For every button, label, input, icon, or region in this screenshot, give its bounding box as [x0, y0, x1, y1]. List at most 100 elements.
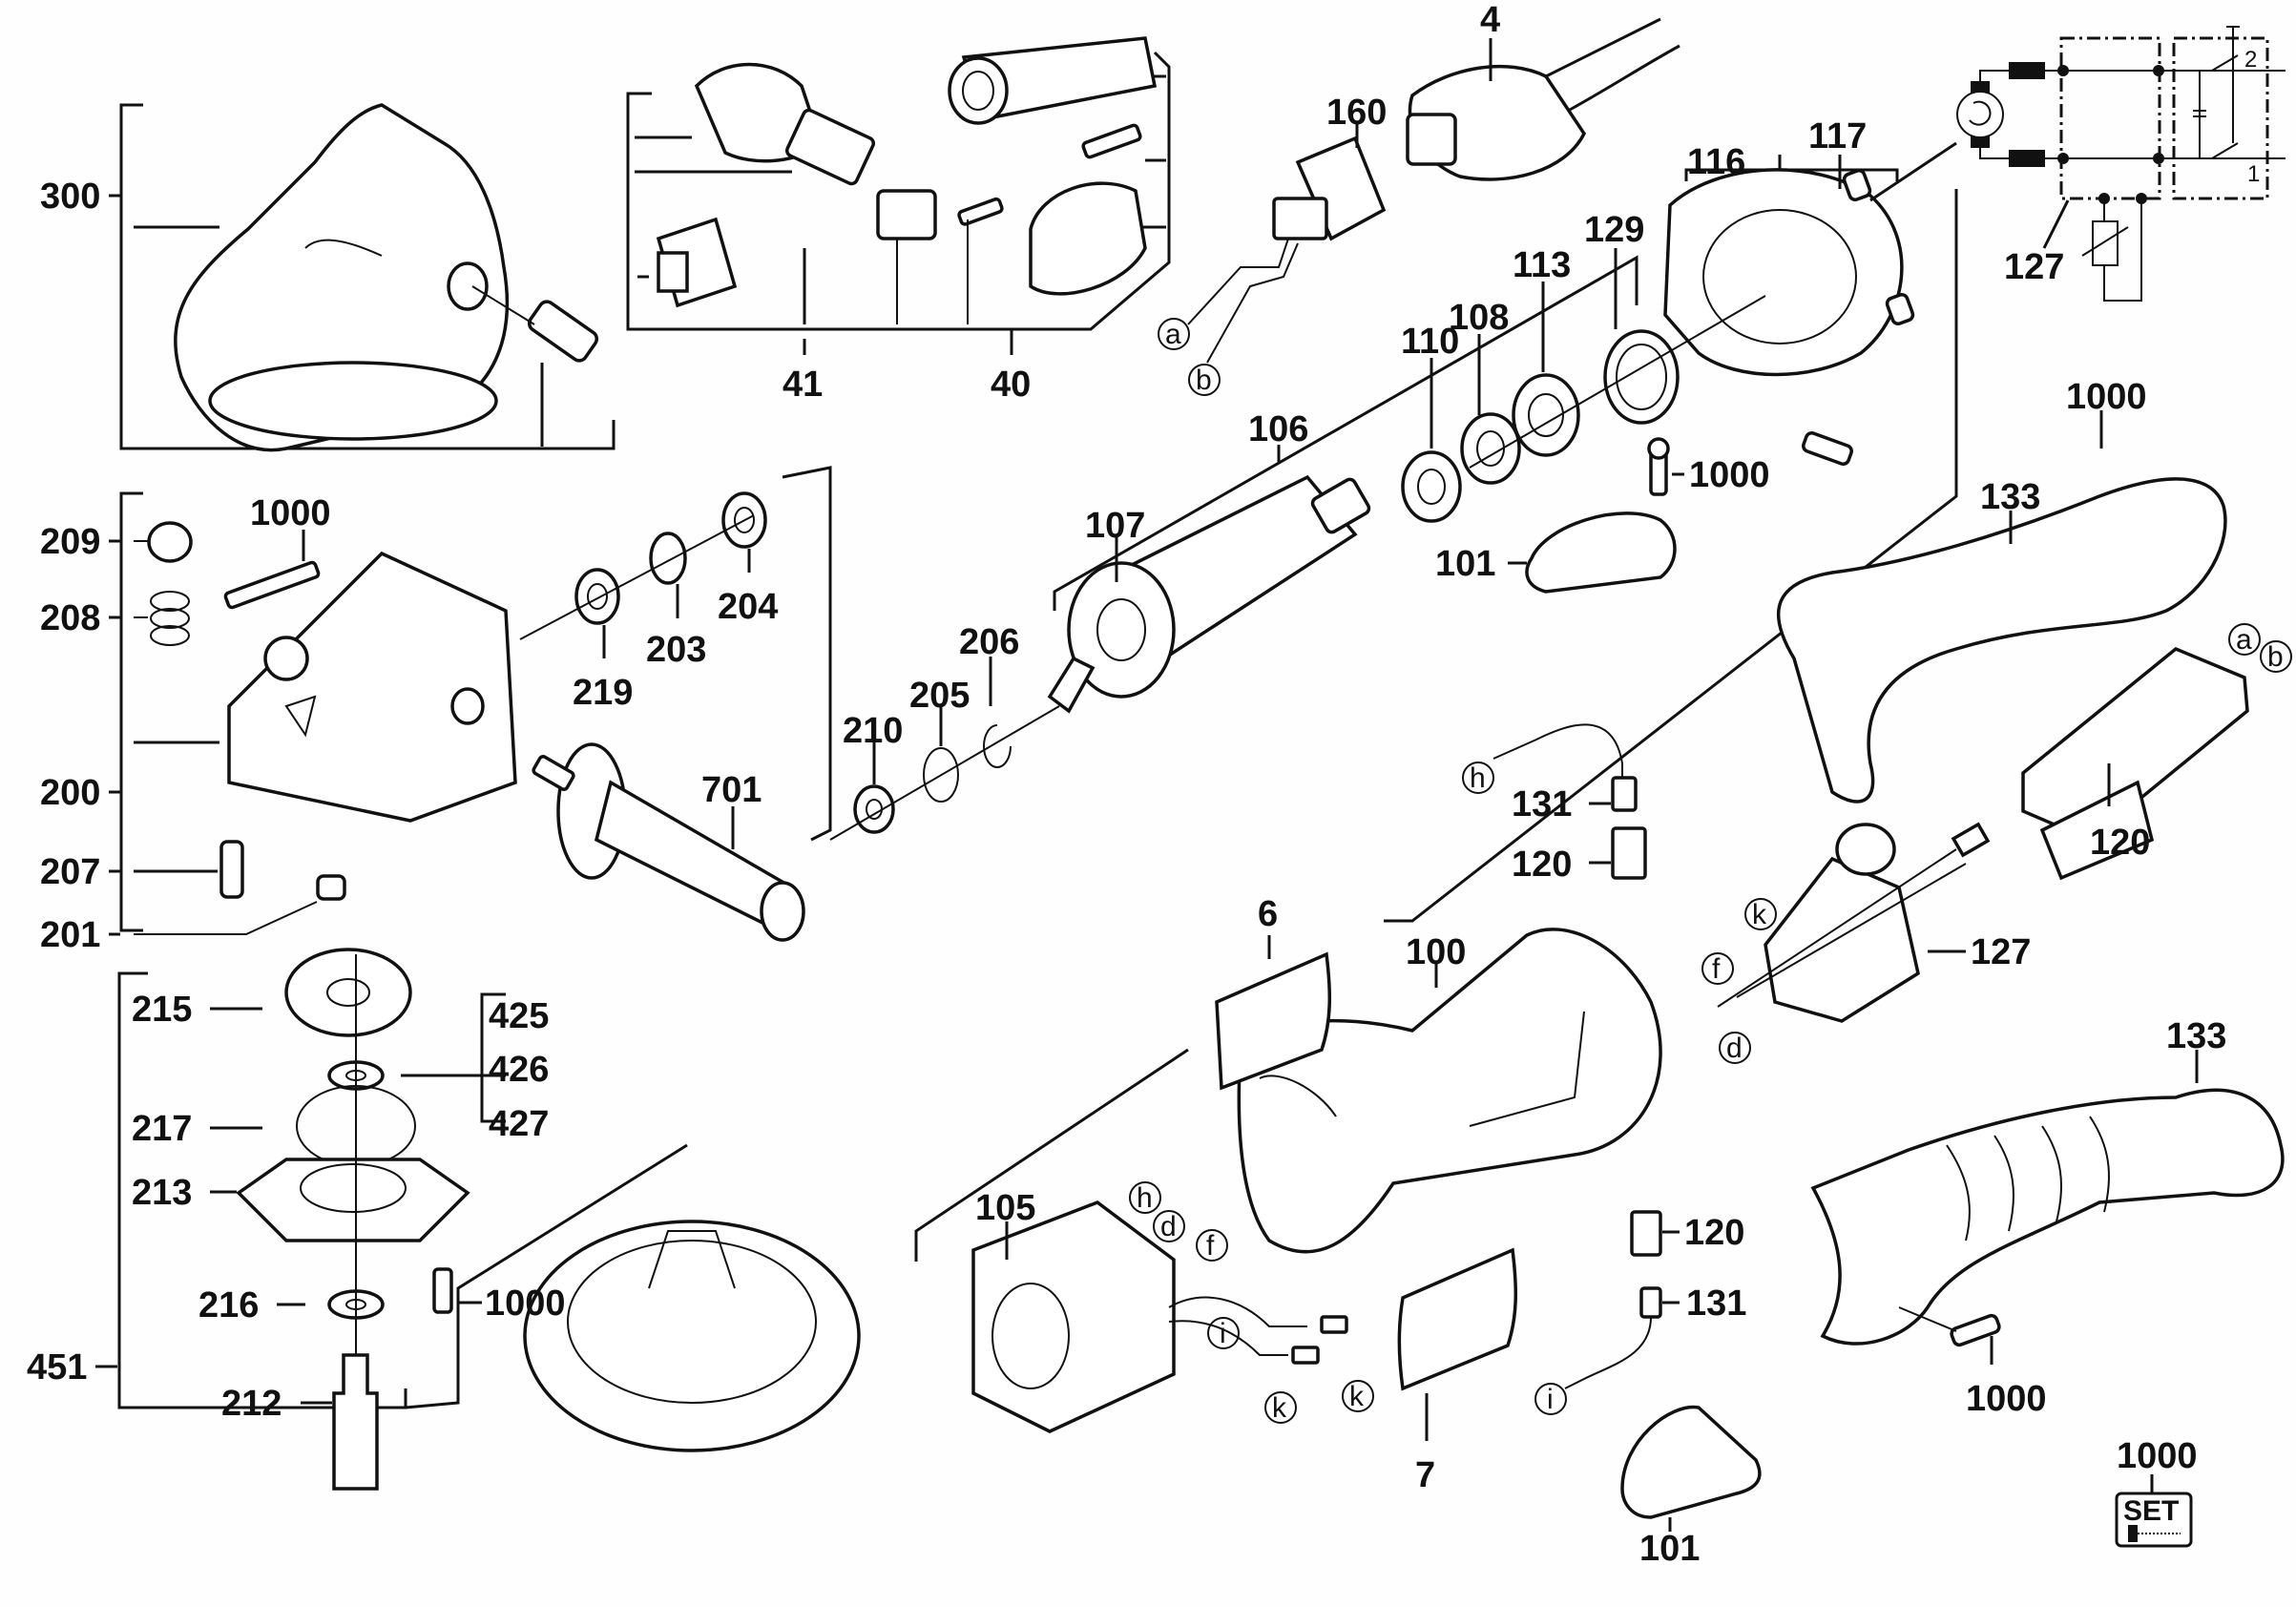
bracket-300 — [119, 103, 616, 450]
cap-screw — [471, 285, 599, 363]
bracket-425-427 — [480, 992, 506, 1123]
label-215: 215 — [132, 990, 192, 1030]
connector-f-module: f — [1701, 952, 1734, 985]
electronic-module-127: 127 — [1717, 822, 2031, 1023]
label-1000-handle: 1000 — [2066, 377, 2147, 417]
spindle-assembly-451: 215 425 426 427 217 213 216 1000 451 212 — [27, 948, 861, 1491]
svg-text:k: k — [1272, 1392, 1287, 1424]
brush-cover-101 — [1525, 511, 1677, 594]
brush-assembly-lower: 120 131 101 — [1564, 1210, 1762, 1569]
label-1000-spindle: 1000 — [485, 1284, 566, 1324]
label-427: 427 — [489, 1104, 549, 1144]
screw-1000 — [223, 560, 321, 610]
label-plate-6 — [1215, 951, 1331, 1091]
connector-k-field-1: k — [1264, 1391, 1297, 1424]
choke-top — [2009, 62, 2045, 79]
switch-135: 120 — [2021, 646, 2249, 881]
carbon-brush-131 — [1639, 1286, 1662, 1319]
cover-body — [174, 103, 510, 452]
label-107: 107 — [1085, 506, 1145, 546]
label-41: 41 — [783, 365, 823, 405]
backing-pad — [523, 1220, 861, 1452]
handle-half-133: 1000 133 — [1776, 377, 2227, 804]
spring-208 — [150, 591, 190, 646]
label-101-lower: 101 — [1639, 1529, 1700, 1569]
carbon-brush-131 — [1611, 776, 1638, 812]
svg-text:f: f — [1206, 1230, 1215, 1262]
set-badge-text: SET — [2123, 1495, 2179, 1527]
label-133-top: 133 — [1980, 477, 2040, 517]
label-131-upper: 131 — [1512, 784, 1572, 824]
ring-205 — [923, 747, 959, 803]
pin-207 — [219, 840, 244, 899]
fan — [1067, 561, 1176, 699]
label-1000-brushcover: 1000 — [1689, 455, 1770, 495]
label-106: 106 — [1248, 409, 1308, 449]
label-1000-set: 1000 — [2117, 1436, 2198, 1476]
label-208: 208 — [40, 598, 100, 638]
label-129: 129 — [1584, 210, 1644, 250]
label-105: 105 — [975, 1188, 1035, 1228]
bushing-201 — [316, 874, 346, 901]
brush-assembly-upper: 131 120 — [1492, 723, 1647, 885]
screw-glyph — [2128, 1525, 2138, 1542]
choke-bottom — [2009, 150, 2045, 167]
screw — [1081, 123, 1142, 159]
bearing-flange-213 — [236, 1158, 470, 1242]
label-219: 219 — [573, 673, 633, 713]
connector-f-field: f — [1196, 1229, 1228, 1262]
connector-b-switch: b — [2260, 640, 2292, 673]
label-212: 212 — [221, 1384, 282, 1424]
switch-terminal-2: 2 — [2244, 47, 2257, 73]
svg-text:d: d — [1160, 1211, 1177, 1242]
ring-203 — [649, 532, 687, 585]
gear-215 — [284, 948, 412, 1037]
field-coil-105: 105 — [971, 1188, 1348, 1433]
label-1000-housing: 1000 — [250, 493, 331, 533]
connector-k-field-2: k — [1342, 1380, 1374, 1412]
label-217: 217 — [132, 1109, 192, 1149]
svg-text:a: a — [2236, 624, 2252, 656]
speed-dial — [1835, 823, 1896, 876]
label-203: 203 — [646, 630, 706, 670]
screw-1000 — [1802, 430, 1853, 467]
grip-shell — [1810, 1088, 2285, 1346]
svg-text:b: b — [2267, 641, 2284, 673]
label-120-upper: 120 — [1512, 845, 1572, 885]
armature-group-106: 116 117 129 113 108 110 106 1000 101 — [1053, 116, 1958, 923]
switch-body — [2021, 646, 2249, 843]
gear-housing-200: 209 1000 208 219 203 204 200 701 207 201 — [40, 466, 832, 955]
label-213: 213 — [132, 1173, 192, 1213]
label-451: 451 — [27, 1347, 87, 1388]
label-127-module: 127 — [1971, 932, 2031, 972]
housing-shell — [1237, 928, 1662, 1254]
svg-text:d: d — [1726, 1033, 1743, 1064]
label-116: 116 — [1687, 142, 1745, 182]
pin-117 — [1842, 169, 1872, 201]
label-209: 209 — [40, 522, 100, 562]
cable-inlet: 4 160 — [1187, 0, 1680, 364]
handle-shell — [1776, 477, 2227, 804]
brush-cover-101-lower — [1620, 1405, 1762, 1519]
connector-i-field: i — [1207, 1317, 1240, 1349]
switch-box — [2172, 36, 2269, 200]
bearing-108 — [1460, 412, 1521, 485]
label-4: 4 — [1480, 0, 1500, 40]
svg-text:k: k — [1752, 899, 1767, 930]
label-101-top: 101 — [1435, 544, 1495, 584]
cable-clamp — [876, 189, 937, 240]
label-426: 426 — [489, 1050, 549, 1090]
bearing-219 — [574, 568, 620, 625]
label-plate-7 — [1397, 1247, 1517, 1391]
screw-set-badge: 1000 SET — [2115, 1436, 2198, 1548]
svg-text:f: f — [1712, 953, 1721, 985]
label-1000-grip: 1000 — [1966, 1379, 2047, 1419]
brush-holder-120 — [1630, 1210, 1662, 1257]
cover-base — [208, 361, 498, 441]
armature-107: 107 206 205 210 — [829, 474, 1371, 841]
connector-k-module: k — [1744, 898, 1777, 930]
connector-i-brush: i — [1534, 1383, 1567, 1415]
label-200: 200 — [40, 773, 100, 813]
bracket-116 — [1684, 168, 1899, 181]
